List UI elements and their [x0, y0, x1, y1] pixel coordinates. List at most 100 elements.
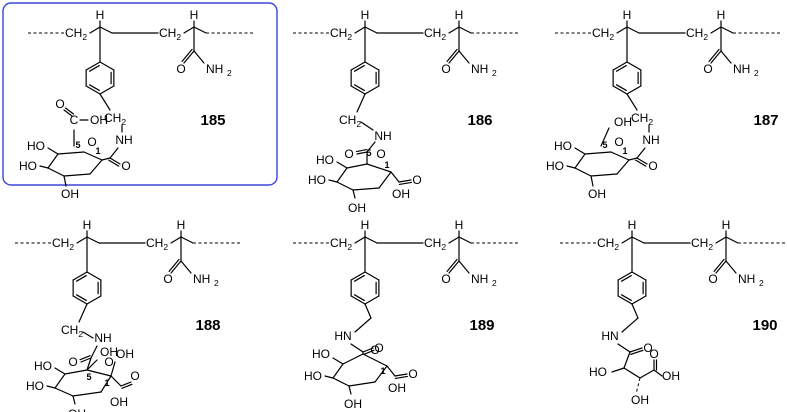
backbone-bond: [631, 236, 645, 244]
ho-label: HO: [27, 139, 45, 153]
acid-oh: OH: [388, 381, 406, 395]
chain-bond: [639, 369, 655, 379]
carboxyl-double-bond: [64, 107, 75, 115]
subscript-2: 2: [708, 242, 713, 252]
ring-bond: [86, 295, 102, 305]
subscript-2: 2: [609, 32, 614, 42]
carbonyl-double-bond: [183, 50, 195, 64]
acid-double-bond: [394, 375, 409, 380]
side-bond: [720, 50, 732, 64]
carbonyl-double-bond: [448, 50, 460, 64]
oh-bond: [54, 367, 66, 375]
sugar-ring-bond: [83, 151, 103, 161]
subscript-2: 2: [492, 68, 497, 78]
sugar-ring-bond: [352, 187, 380, 191]
ch2oh-label: OH: [614, 115, 632, 129]
ring-bond: [350, 85, 366, 95]
oh-label: OH: [344, 397, 362, 411]
backbone-bond: [458, 236, 472, 244]
chain-bond: [623, 351, 631, 369]
ch2-label-text: CH: [104, 111, 121, 125]
backbone-bond: [354, 26, 366, 34]
amide-double-bond: [363, 349, 375, 355]
side-bond: [458, 50, 470, 64]
acid-oxygen: O: [412, 173, 421, 187]
ring-double-bond: [615, 84, 627, 92]
sugar-ring-bond: [54, 387, 74, 397]
sugar-ring-bond: [574, 153, 586, 169]
benzylic-bond: [78, 303, 88, 323]
subscript-2: 2: [69, 242, 74, 252]
carbonyl-double-bond: [448, 260, 460, 274]
position-1-label: 1: [95, 146, 100, 156]
oh-bond: [590, 175, 594, 187]
ring-oxygen: O: [370, 343, 379, 357]
ch2-label-text: CH: [330, 236, 347, 250]
c1-amide-bond: [101, 157, 111, 161]
acid-oh: OH: [392, 187, 410, 201]
sugar-ring-bond: [57, 151, 85, 155]
backbone-bond: [616, 26, 628, 34]
ring-oxygen: O: [376, 147, 385, 161]
amide-double-bond: [636, 157, 648, 165]
ch2-label-text: CH: [146, 236, 163, 250]
position-1-label: 1: [384, 160, 389, 170]
backbone-bond: [180, 236, 194, 244]
subscript-2: 2: [163, 242, 168, 252]
ch2-label: CH2: [330, 26, 352, 42]
acid-double-bond: [398, 181, 413, 186]
carbonyl-oxygen: O: [441, 62, 450, 76]
h-label: H: [722, 218, 731, 232]
ch2-label-text: CH: [424, 26, 441, 40]
nh2-label: NH: [738, 272, 755, 286]
backbone-bond: [89, 26, 101, 34]
subscript-2: 2: [82, 32, 87, 42]
ch2-label-text: CH: [592, 26, 609, 40]
ch2-nh-bond: [621, 317, 639, 333]
ring-bond: [72, 271, 88, 281]
sugar-ring-bond: [378, 171, 392, 189]
oh-bond: [635, 377, 641, 395]
h-label: H: [361, 8, 370, 22]
compound-number: 185: [200, 112, 225, 129]
cooh-bond: [110, 375, 122, 387]
benzene-ring: [350, 271, 380, 305]
oh-bond: [332, 357, 344, 365]
side-bond: [193, 50, 205, 64]
benzylic-bond: [626, 93, 638, 111]
amide-oxygen: O: [374, 341, 383, 355]
ring-double-bond: [353, 84, 365, 92]
ho-label: HO: [546, 159, 564, 173]
backbone-bond: [364, 236, 378, 244]
ring-bond: [626, 85, 642, 95]
ring-bond: [626, 61, 642, 71]
benzene-ring: [612, 61, 642, 95]
cooh-bond: [390, 171, 400, 183]
amide-double-bond: [109, 157, 121, 165]
sugar-ring-bond: [574, 167, 592, 177]
benzene-ring: [72, 271, 102, 305]
backbone-bond: [76, 236, 88, 244]
backbone-bond: [364, 26, 378, 34]
acid-double-bond: [394, 373, 408, 377]
ch2-label-text: CH: [159, 26, 176, 40]
ch2-label: CH2: [104, 111, 126, 127]
benzylic-bond: [99, 93, 111, 111]
nh-label: NH: [374, 129, 391, 143]
side-bond: [180, 260, 192, 274]
hn-label: HN: [601, 329, 618, 343]
h-label: H: [96, 8, 105, 22]
backbone-bond: [725, 236, 739, 244]
backbone-bond: [715, 236, 727, 244]
backbone-bond: [621, 236, 633, 244]
ring-bond: [99, 85, 115, 95]
subscript-2: 2: [703, 32, 708, 42]
backbone-bond: [183, 26, 195, 34]
ho-label: HO: [589, 365, 607, 379]
carboxyl-oh: OH: [90, 113, 108, 127]
ch2-label-text: CH: [691, 236, 708, 250]
carbonyl-double-bond: [170, 260, 182, 274]
ring-bond: [350, 295, 366, 305]
backbone-bond: [193, 26, 207, 34]
